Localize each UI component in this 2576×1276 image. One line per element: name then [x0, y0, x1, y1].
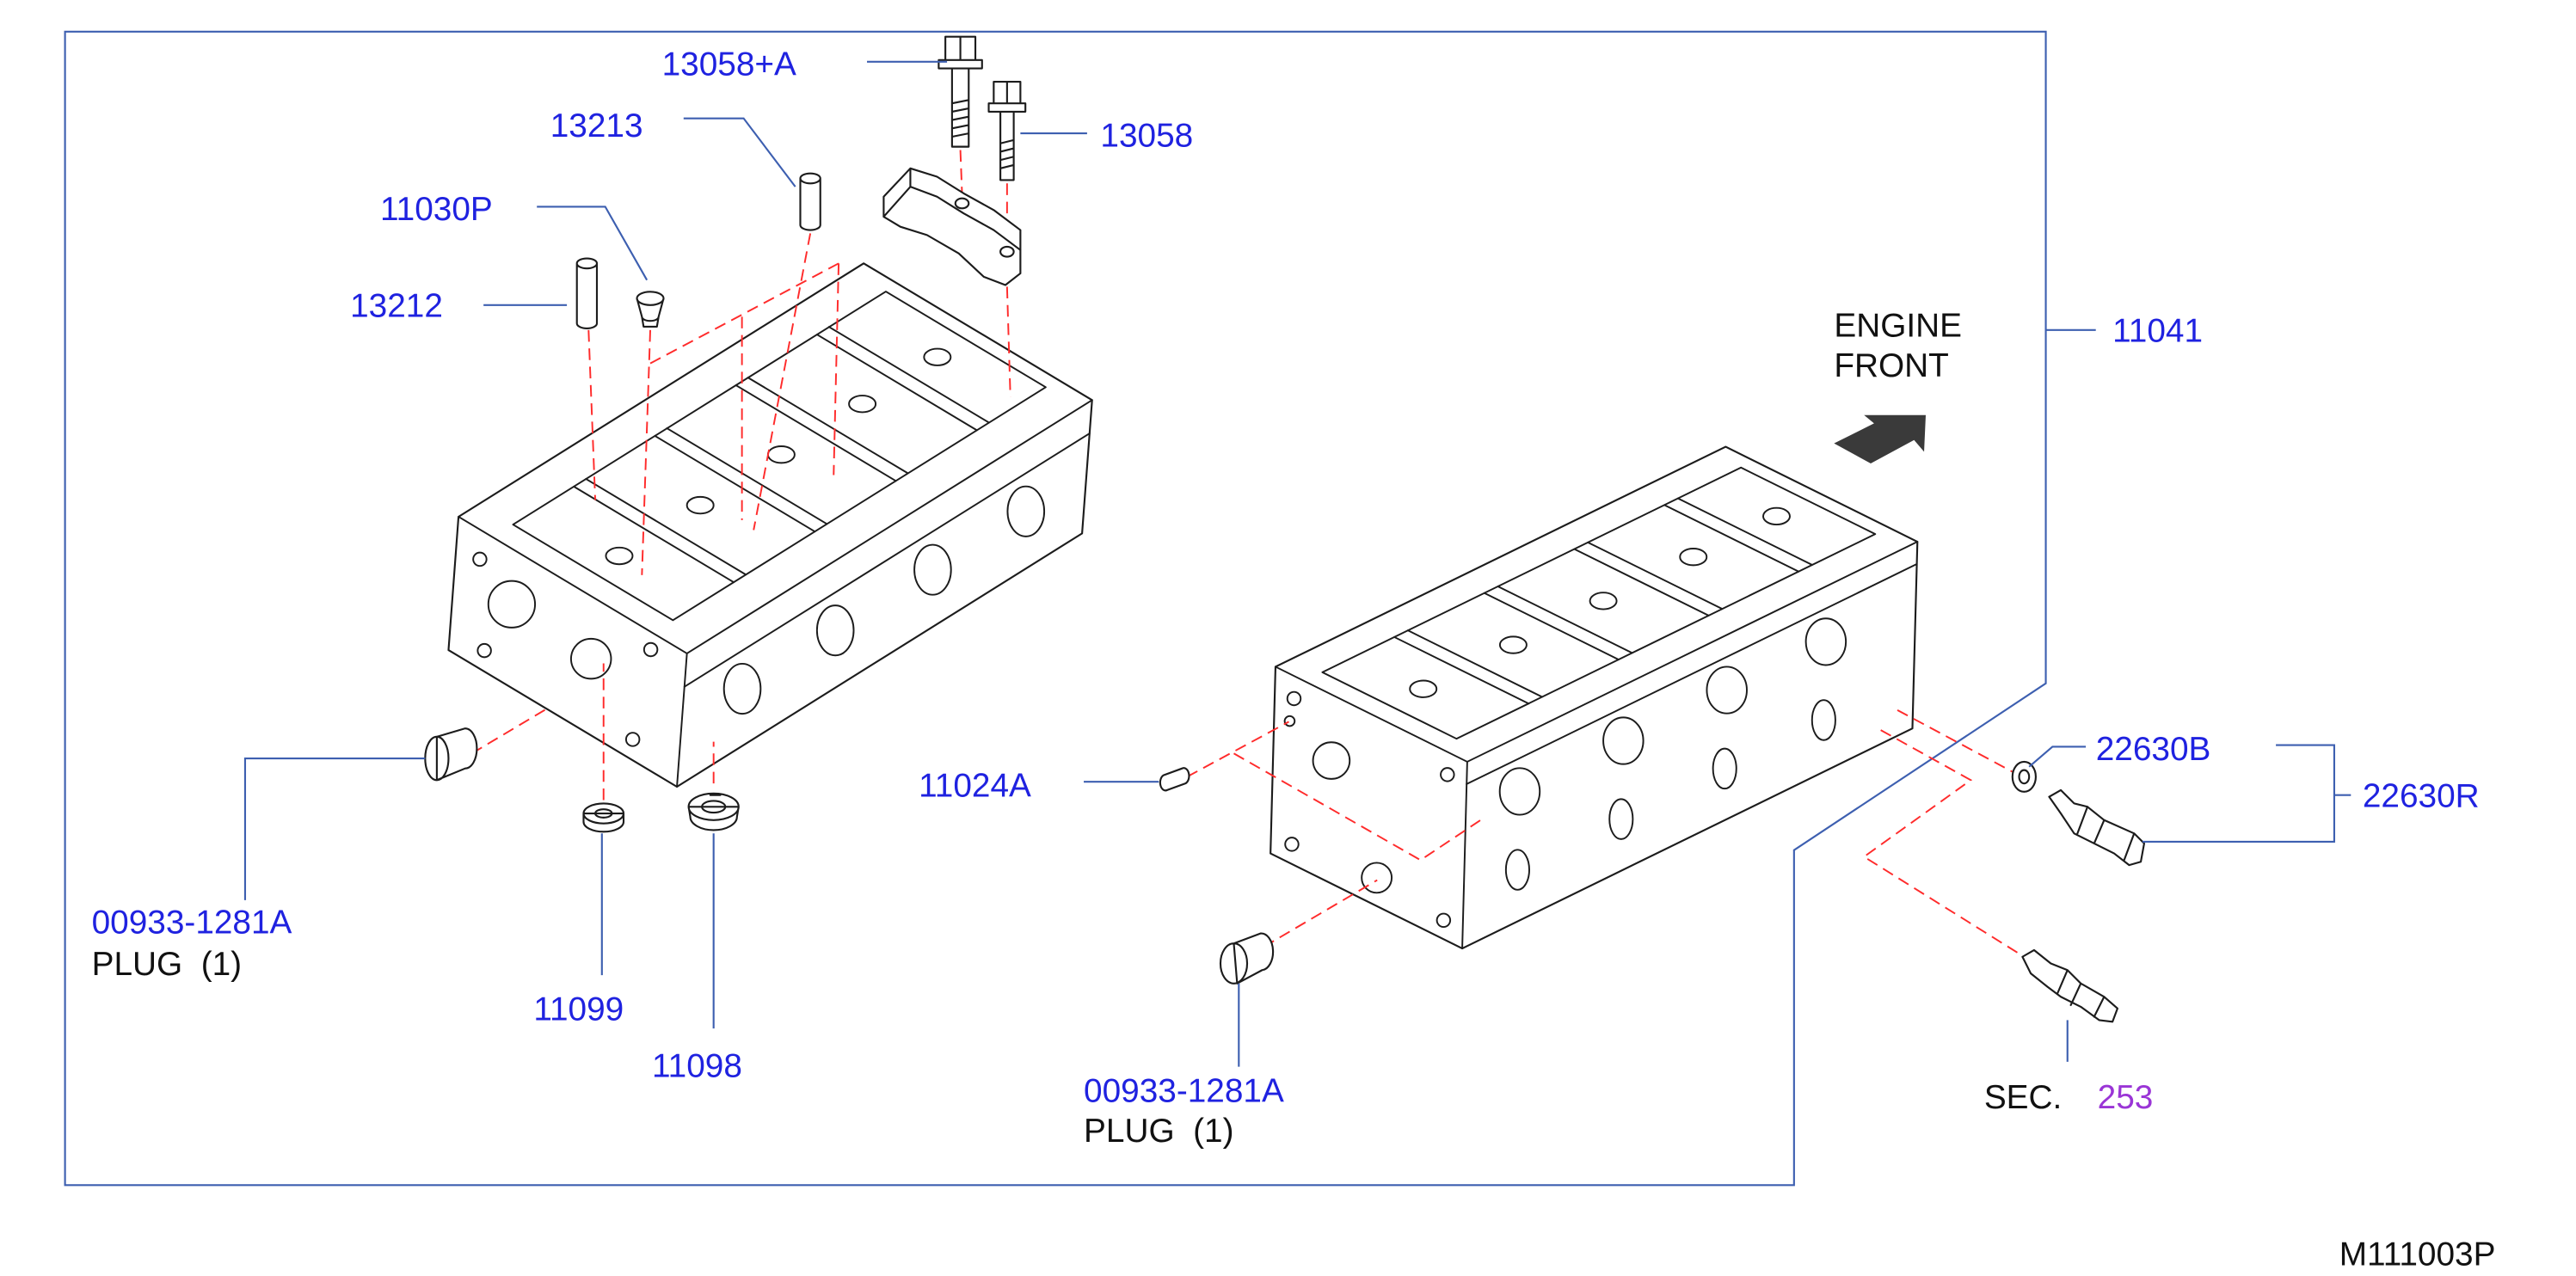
plug-left-description: PLUG (1): [92, 946, 242, 983]
injector-bores: [1409, 506, 1791, 698]
assembly-line: [1186, 721, 1289, 778]
assembly-line: [471, 706, 551, 755]
leader-11030p: [537, 206, 649, 281]
assembly-line: [587, 329, 597, 500]
end-face-bores: [472, 551, 659, 747]
leader-13213: [683, 117, 796, 187]
leader-22630r-bracket: [2142, 744, 2352, 844]
side-face-flange: [683, 432, 1091, 688]
sensor-sec-253-drawing: [2021, 948, 2118, 1023]
assembly-line: [1263, 879, 1378, 948]
group-frame: [64, 30, 2047, 1187]
cylinder-head-right-edges: [1274, 541, 1919, 950]
part-11030p-drawing: [636, 291, 665, 328]
cylinder-head-left-outline: [447, 262, 1093, 788]
section-ref-link[interactable]: 253: [2098, 1079, 2154, 1116]
assembly-line: [1005, 286, 1011, 397]
cylinder-head-left: [447, 262, 1093, 788]
assembly-line: [959, 150, 963, 193]
callout-11099[interactable]: 11099: [533, 991, 624, 1028]
cam-journal-bridges: [573, 326, 990, 584]
leader-plug-left: [243, 757, 426, 900]
plug-right-description: PLUG (1): [1084, 1113, 1233, 1150]
callout-plug-right[interactable]: 00933-1281A: [1084, 1072, 1284, 1109]
callout-22630b[interactable]: 22630B: [2096, 731, 2211, 768]
assembly-line: [833, 263, 840, 475]
cylinder-head-right-outline: [1270, 445, 1919, 950]
callout-11024a[interactable]: 11024A: [919, 768, 1031, 805]
cam-carrier-rail: [512, 291, 1047, 622]
callout-13212[interactable]: 13212: [350, 287, 443, 324]
loose-parts: [424, 35, 2145, 1023]
callout-13213[interactable]: 13213: [550, 107, 643, 144]
callout-13058[interactable]: 13058: [1100, 118, 1193, 155]
leader-lines: [243, 60, 2352, 1067]
washer-11099-drawing: [582, 802, 625, 833]
bolt-13058a-drawing: [938, 35, 983, 148]
port-openings: [1498, 617, 1847, 891]
pin-11024a-drawing: [1159, 767, 1190, 792]
assembly-line: [753, 233, 812, 531]
assembly-line: [1897, 709, 2013, 773]
part-13213-drawing: [799, 172, 821, 231]
engine-front-label-line2: FRONT: [1834, 347, 1949, 384]
assembly-line: [1862, 729, 2025, 958]
plug-left-drawing: [424, 727, 478, 782]
callout-11098[interactable]: 11098: [652, 1047, 742, 1084]
cylinder-head-left-edges: [458, 399, 1093, 788]
leader-22630b: [2028, 745, 2087, 768]
sensor-22630r-drawing: [2048, 788, 2145, 867]
assembly-line: [641, 329, 651, 575]
callout-11030p[interactable]: 11030P: [380, 191, 493, 228]
callout-13058a[interactable]: 13058+A: [662, 46, 796, 83]
assembly-line: [1233, 752, 1481, 862]
bolt-13058-drawing: [987, 80, 1027, 181]
callout-11041[interactable]: 11041: [2112, 312, 2203, 349]
part-13212-drawing: [575, 257, 599, 329]
direction-arrow-icon: [1834, 414, 1926, 463]
cam-journal-bridges: [1393, 497, 1813, 705]
cam-carrier-rail: [1321, 466, 1877, 740]
assembly-lines: [471, 150, 2025, 958]
plug-right-drawing: [1219, 932, 1275, 985]
end-face-bores: [1283, 690, 1455, 928]
callout-plug-left[interactable]: 00933-1281A: [92, 905, 292, 942]
cylinder-head-right: [1270, 445, 1919, 950]
part-11098-drawing: [687, 792, 740, 831]
injector-bores: [605, 347, 952, 566]
callout-22630r[interactable]: 22630R: [2363, 777, 2480, 814]
camshaft-bracket-drawing: [882, 167, 1022, 286]
engine-front-label-line1: ENGINE: [1834, 308, 1962, 345]
side-face-flange: [1466, 563, 1918, 785]
port-openings: [722, 485, 1046, 715]
washer-22630b-drawing: [2011, 760, 2037, 793]
figure-code: M111003P: [2339, 1236, 2496, 1273]
section-ref-prefix: SEC.: [1984, 1079, 2062, 1116]
